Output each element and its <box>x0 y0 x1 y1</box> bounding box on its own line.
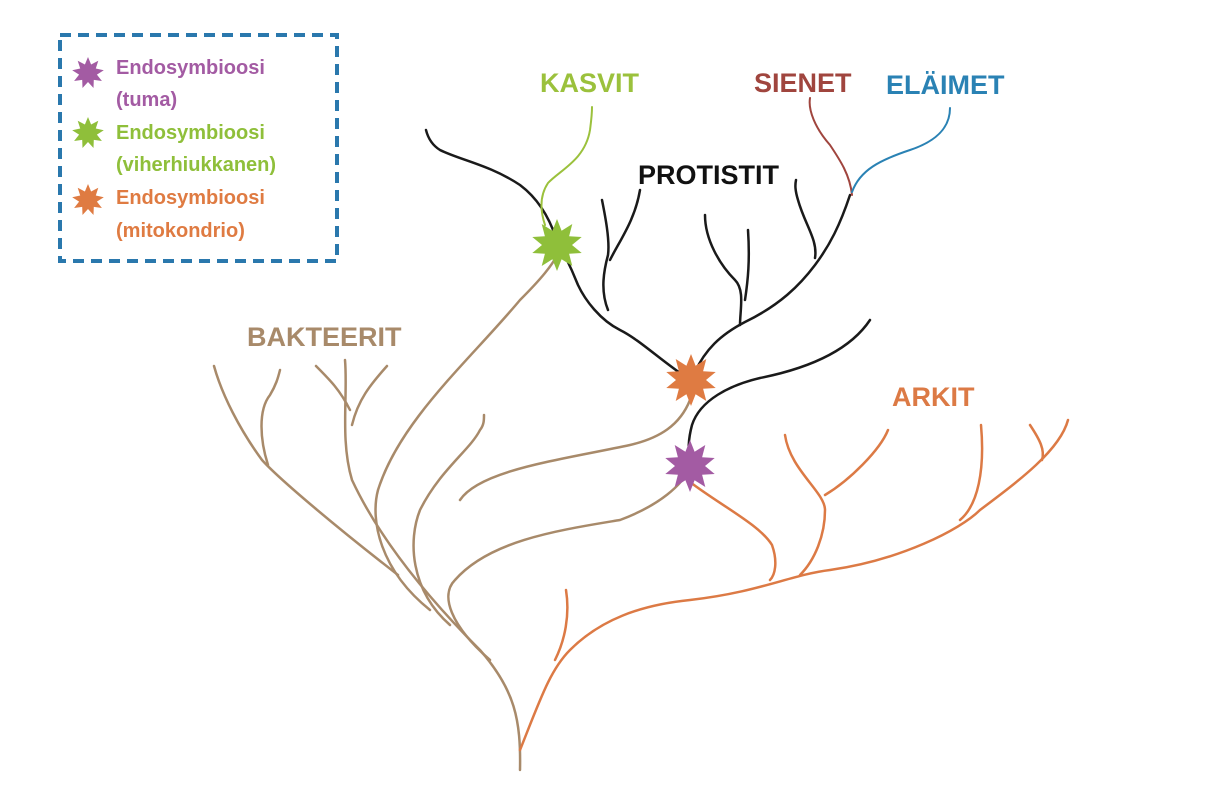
legend-label-mitochondria-line1: Endosymbioosi <box>116 187 265 209</box>
legend-label-chloroplast-line2: (viherhiukkanen) <box>116 154 276 176</box>
nucleus-endosymbiosis-star <box>665 440 715 492</box>
legend-label-mitochondria-line2: (mitokondrio) <box>116 220 245 242</box>
protists-label: PROTISTIT <box>638 160 780 190</box>
mitochondria-endosymbiosis-star <box>666 354 716 406</box>
legend-label-nucleus-line2: (tuma) <box>116 89 177 111</box>
archaea-branches <box>518 418 1070 752</box>
animals-label: ELÄIMET <box>886 70 1005 100</box>
archaea-label: ARKIT <box>892 382 975 412</box>
purple-star-icon <box>72 57 104 88</box>
legend-label-nucleus-line1: Endosymbioosi <box>116 57 265 79</box>
orange-star-icon <box>72 184 104 215</box>
fungi-label: SIENET <box>754 68 852 98</box>
plants-label: KASVIT <box>540 68 640 98</box>
legend: Endosymbioosi (tuma) Endosymbioosi (vihe… <box>58 33 339 263</box>
legend-border <box>58 33 339 263</box>
legend-label-chloroplast-line1: Endosymbioosi <box>116 122 265 144</box>
plants-branch <box>540 106 593 226</box>
green-star-icon <box>72 117 104 148</box>
animals-branch <box>851 107 951 193</box>
bacteria-branches <box>212 248 692 772</box>
chloroplast-endosymbiosis-star <box>532 219 582 271</box>
fungi-branch <box>808 97 853 196</box>
bacteria-label: BAKTEERIT <box>247 322 402 352</box>
